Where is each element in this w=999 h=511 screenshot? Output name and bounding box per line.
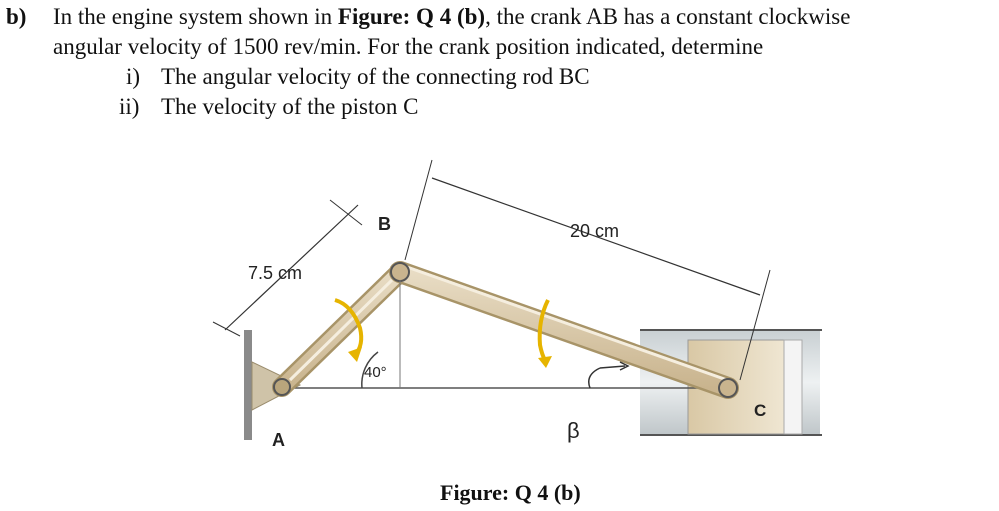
dimension-crank-label: 7.5 cm bbox=[248, 263, 302, 283]
dimension-rod bbox=[404, 159, 771, 381]
figure-caption: Figure: Q 4 (b) bbox=[440, 480, 581, 505]
question-item-2-number: ii) bbox=[119, 94, 140, 119]
question-line-2: angular velocity of 1500 rev/min. For th… bbox=[53, 34, 764, 59]
crank-rotation-arrow-icon bbox=[334, 298, 364, 362]
support-wall bbox=[244, 330, 252, 440]
dimension-rod-label: 20 cm bbox=[570, 221, 619, 241]
question-line-1: In the engine system shown in Figure: Q … bbox=[53, 3, 850, 31]
figure-reference: Figure: Q 4 (b) bbox=[337, 4, 486, 29]
beta-arrow-icon bbox=[619, 361, 630, 371]
dimension-crank bbox=[212, 199, 363, 337]
label-c: C bbox=[754, 401, 766, 420]
beta-indicator-line bbox=[599, 365, 626, 369]
question-line-1-suffix: , the crank AB has a constant clockwise bbox=[485, 4, 851, 29]
piston-ring bbox=[783, 339, 803, 435]
angle-40-label: 40° bbox=[364, 364, 387, 381]
rod-rotation-arrow-icon bbox=[537, 299, 552, 368]
label-b: B bbox=[378, 214, 391, 234]
beta-angle-arc bbox=[588, 367, 601, 389]
label-a: A bbox=[272, 430, 285, 450]
angle-arc-40 bbox=[361, 351, 379, 389]
question-item-1-number: i) bbox=[126, 64, 141, 89]
joint-b bbox=[390, 262, 410, 282]
question-line-1-prefix: In the engine system shown in bbox=[53, 4, 338, 29]
crank-ab bbox=[272, 262, 410, 397]
joint-a bbox=[273, 378, 291, 396]
beta-label: β bbox=[567, 418, 580, 443]
question-item-2-text: The velocity of the piston C bbox=[161, 94, 419, 119]
question-item-1-text: The angular velocity of the connecting r… bbox=[161, 64, 590, 89]
joint-c bbox=[718, 378, 738, 398]
question-part-label: b) bbox=[6, 4, 27, 29]
connecting-rod-bc bbox=[389, 261, 739, 399]
